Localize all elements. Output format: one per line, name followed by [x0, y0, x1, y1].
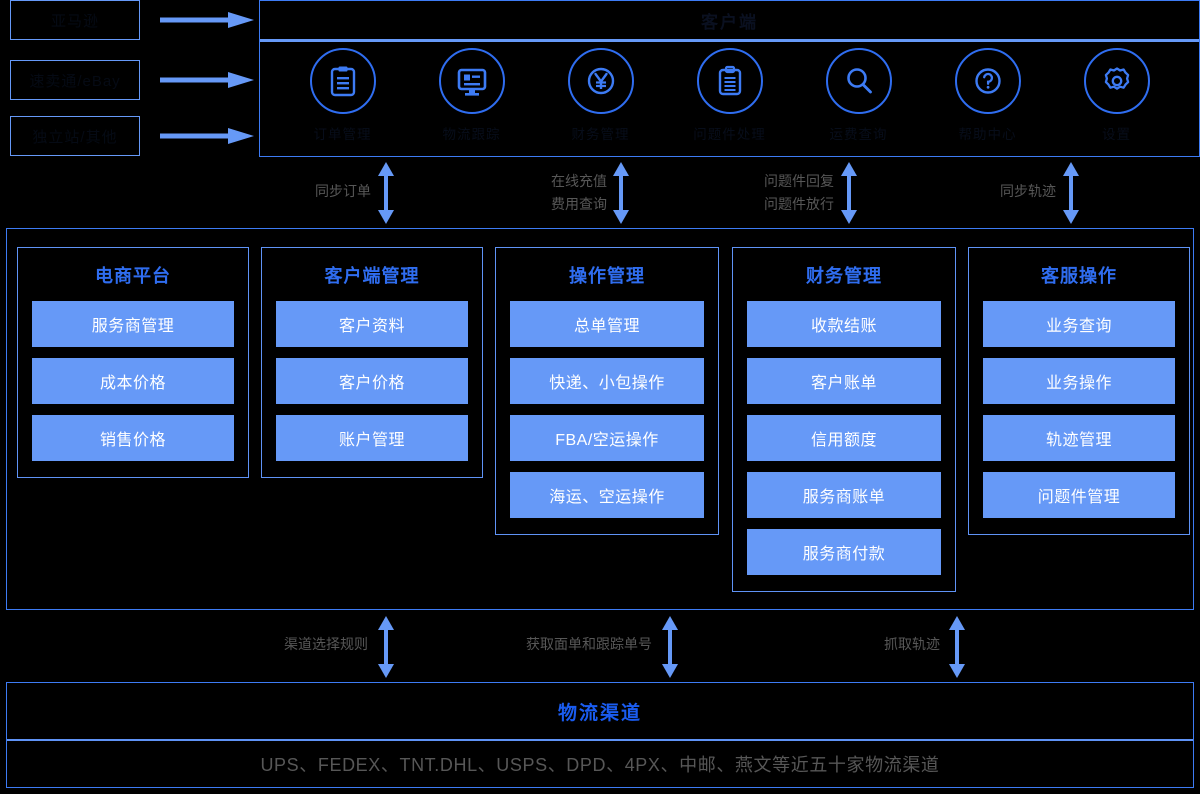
- banner-item-help-center[interactable]: 帮助中心: [928, 42, 1048, 143]
- double-arrow-vertical-icon: [662, 616, 678, 678]
- double-arrow-vertical-icon: [378, 162, 394, 224]
- banner-title: 客户端: [701, 12, 758, 32]
- monitor-icon: [438, 48, 505, 114]
- channel-provider-list: UPS、FEDEX、TNT.DHL、USPS、DPD、4PX、中邮、燕文等近五十…: [260, 755, 940, 775]
- source-box-amazon[interactable]: 亚马逊: [10, 0, 140, 40]
- module-title: 财务管理: [806, 266, 882, 286]
- module-item[interactable]: 业务查询: [983, 301, 1175, 347]
- module-ecommerce-platform: 电商平台 服务商管理 成本价格 销售价格: [17, 247, 249, 478]
- module-finance-management: 财务管理 收款结账 客户账单 信用额度 服务商账单 服务商付款: [732, 247, 956, 592]
- arrow-right-icon: [160, 12, 254, 28]
- module-item[interactable]: 信用额度: [747, 415, 941, 461]
- source-box-independent-site[interactable]: 独立站/其他: [10, 116, 140, 156]
- module-title: 客服操作: [1041, 266, 1117, 286]
- banner-item-label: 运费查询: [829, 127, 888, 142]
- banner-item-label: 订单管理: [313, 127, 372, 142]
- double-arrow-vertical-icon: [613, 162, 629, 224]
- module-item[interactable]: 服务商账单: [747, 472, 941, 518]
- banner-icon-row: 订单管理 物流跟踪: [260, 42, 1199, 156]
- module-item[interactable]: 海运、空运操作: [510, 472, 704, 518]
- banner-item-label: 帮助中心: [958, 127, 1017, 142]
- double-arrow-vertical-icon: [1063, 162, 1079, 224]
- module-item[interactable]: 服务商付款: [747, 529, 941, 575]
- module-item[interactable]: 服务商管理: [32, 301, 234, 347]
- double-arrow-vertical-icon: [378, 616, 394, 678]
- client-portal-banner: 客户端 订单管理: [259, 0, 1200, 157]
- banner-item-label: 财务管理: [571, 127, 630, 142]
- clipboard-icon: [696, 48, 763, 114]
- connector-label-sync-orders: 同步订单: [315, 183, 371, 199]
- module-item[interactable]: 收款结账: [747, 301, 941, 347]
- question-mark-icon: [954, 48, 1021, 114]
- module-item[interactable]: 快递、小包操作: [510, 358, 704, 404]
- module-title: 客户端管理: [324, 266, 420, 286]
- connector-label-channel-rules: 渠道选择规则: [284, 636, 368, 652]
- source-box-label: 亚马逊: [50, 12, 99, 30]
- channel-divider: [7, 739, 1193, 741]
- connector-label-issue-reply: 问题件回复: [764, 173, 834, 189]
- double-arrow-vertical-icon: [841, 162, 857, 224]
- banner-item-label: 物流跟踪: [442, 127, 501, 142]
- double-arrow-vertical-icon: [949, 616, 965, 678]
- connector-label-sync-tracking: 同步轨迹: [1000, 183, 1056, 199]
- banner-item-label: 问题件处理: [693, 127, 766, 142]
- clipboard-list-icon: [309, 48, 376, 114]
- source-box-aliexpress-ebay[interactable]: 速卖通/eBay: [10, 60, 140, 100]
- gear-icon: [1083, 48, 1150, 114]
- banner-item-finance-management[interactable]: 财务管理: [541, 42, 661, 143]
- arrow-right-icon: [160, 72, 254, 88]
- banner-item-freight-query[interactable]: 运费查询: [799, 42, 919, 143]
- module-item[interactable]: 业务操作: [983, 358, 1175, 404]
- source-box-label: 独立站/其他: [32, 128, 118, 146]
- channel-title: 物流渠道: [557, 702, 642, 724]
- module-item[interactable]: 账户管理: [276, 415, 468, 461]
- banner-item-issue-handling[interactable]: 问题件处理: [670, 42, 790, 143]
- modules-panel: 电商平台 服务商管理 成本价格 销售价格 客户端管理 客户资料 客户价格 账户管…: [6, 228, 1194, 610]
- module-item[interactable]: 成本价格: [32, 358, 234, 404]
- module-title: 电商平台: [95, 266, 171, 286]
- search-icon: [825, 48, 892, 114]
- module-title: 操作管理: [569, 266, 645, 286]
- module-item[interactable]: 客户账单: [747, 358, 941, 404]
- module-operation-management: 操作管理 总单管理 快递、小包操作 FBA/空运操作 海运、空运操作: [495, 247, 719, 535]
- module-client-management: 客户端管理 客户资料 客户价格 账户管理: [261, 247, 483, 478]
- banner-item-label: 设置: [1102, 127, 1131, 142]
- module-item[interactable]: 客户资料: [276, 301, 468, 347]
- module-item[interactable]: 轨迹管理: [983, 415, 1175, 461]
- module-item[interactable]: 问题件管理: [983, 472, 1175, 518]
- source-box-label: 速卖通/eBay: [29, 72, 121, 90]
- connector-label-fetch-tracking: 抓取轨迹: [884, 636, 940, 652]
- connector-label-get-label-tracking: 获取面单和跟踪单号: [526, 636, 652, 652]
- connector-label-issue-release: 问题件放行: [764, 196, 834, 212]
- logistics-channel-panel: 物流渠道 UPS、FEDEX、TNT.DHL、USPS、DPD、4PX、中邮、燕…: [6, 682, 1194, 788]
- banner-item-settings[interactable]: 设置: [1057, 42, 1177, 143]
- module-item[interactable]: 销售价格: [32, 415, 234, 461]
- module-item[interactable]: 客户价格: [276, 358, 468, 404]
- module-customer-service: 客服操作 业务查询 业务操作 轨迹管理 问题件管理: [968, 247, 1190, 535]
- connector-label-online-recharge: 在线充值: [551, 173, 607, 189]
- banner-divider: [260, 39, 1199, 42]
- arrow-right-icon: [160, 128, 254, 144]
- banner-item-order-management[interactable]: 订单管理: [283, 42, 403, 143]
- yen-coin-icon: [567, 48, 634, 114]
- module-item[interactable]: 总单管理: [510, 301, 704, 347]
- module-item[interactable]: FBA/空运操作: [510, 415, 704, 461]
- banner-item-logistics-tracking[interactable]: 物流跟踪: [412, 42, 532, 143]
- connector-label-fee-query: 费用查询: [551, 196, 607, 212]
